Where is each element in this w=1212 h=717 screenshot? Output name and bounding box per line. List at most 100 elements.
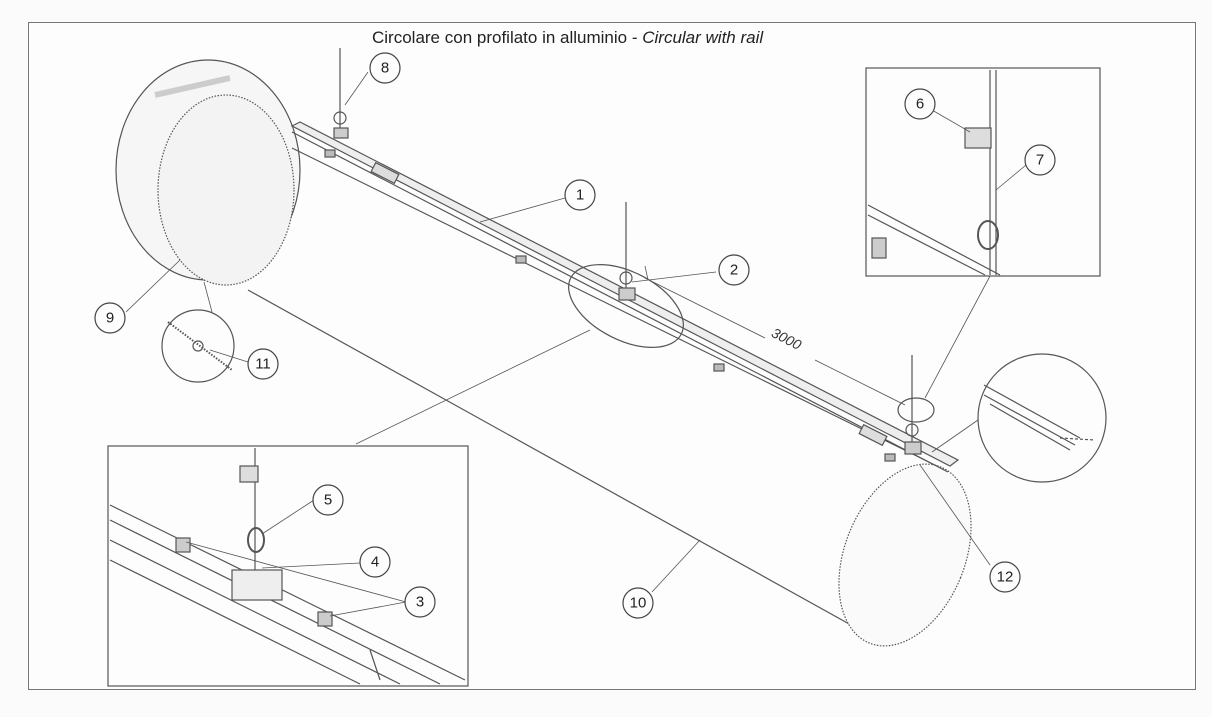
svg-text:2: 2 — [730, 262, 738, 279]
rail-foot-2 — [515, 255, 527, 264]
hanger-right — [904, 355, 922, 455]
hanger-clamp-left — [333, 127, 349, 139]
svg-text:3: 3 — [416, 594, 424, 611]
callout-10: 10 — [622, 587, 654, 619]
callout-8: 8 — [369, 52, 401, 84]
leader-5 — [261, 499, 315, 535]
callout-1: 1 — [564, 179, 596, 211]
leader-11 — [209, 349, 249, 363]
callout-2: 2 — [718, 254, 750, 286]
leader-detail-bl — [355, 329, 591, 445]
dimension-tick — [644, 265, 649, 281]
callout-9: 9 — [94, 302, 126, 334]
svg-text:12: 12 — [997, 569, 1014, 586]
detail-highlight-middle — [568, 264, 684, 348]
detail-bl-rail-4 — [109, 559, 361, 685]
rail-foot-1 — [324, 149, 336, 158]
duct-top-edge — [291, 147, 946, 471]
rail-profile-edge-2 — [983, 394, 1076, 446]
rail-joint-right — [858, 423, 888, 447]
detail-box-top-right — [865, 67, 1101, 277]
callout-4: 4 — [359, 546, 391, 578]
svg-text:6: 6 — [916, 96, 924, 113]
leader-12 — [919, 464, 991, 566]
leader-detail-seam — [203, 281, 213, 313]
detail-tr-clamp — [964, 127, 992, 149]
detail-bl-rail-1 — [109, 504, 466, 681]
rail-joint-left — [370, 161, 400, 185]
svg-text:7: 7 — [1036, 152, 1044, 169]
detail-bl-rail-2 — [109, 519, 441, 685]
dimension-line-a — [644, 277, 766, 339]
detail-bottom-left-content — [109, 448, 466, 685]
leader-1 — [479, 197, 566, 223]
callout-5: 5 — [312, 484, 344, 516]
detail-bl-joint — [369, 649, 381, 681]
detail-highlight-right — [897, 397, 935, 423]
duct-end-left — [157, 94, 295, 286]
seam-line — [167, 321, 233, 371]
title-english: Circular with rail — [642, 28, 764, 47]
hanger-clamp-right — [904, 441, 922, 455]
diagram-title: Circolare con profilato in alluminio - C… — [372, 28, 763, 48]
detail-bl-bolt-1 — [175, 537, 191, 553]
detail-bl-rail-3 — [109, 539, 401, 685]
callout-6: 6 — [904, 88, 936, 120]
callout-3: 3 — [404, 586, 436, 618]
detail-bl-bolt-2 — [317, 611, 333, 627]
hanger-left — [333, 48, 349, 139]
svg-text:11: 11 — [255, 356, 271, 373]
circular-duct — [115, 59, 972, 647]
callout-7: 7 — [1024, 144, 1056, 176]
detail-bl-bracket — [231, 569, 283, 601]
svg-text:10: 10 — [630, 595, 647, 612]
leader-6 — [931, 109, 971, 133]
svg-text:5: 5 — [324, 492, 332, 509]
rail-profile-detail — [983, 384, 1096, 451]
leader-3a — [185, 541, 407, 603]
rail-profile-edge-3 — [989, 403, 1071, 451]
leader-10 — [651, 539, 701, 593]
rail-profile-edge-1 — [983, 384, 1081, 439]
svg-text:1: 1 — [576, 187, 584, 204]
detail-bl-hook — [247, 527, 265, 553]
hanger-hook-right — [905, 423, 919, 437]
rail-foot-3 — [713, 363, 725, 372]
detail-tr-bolt — [871, 237, 887, 259]
svg-text:4: 4 — [371, 554, 379, 571]
rail-edge — [291, 131, 949, 473]
duct-end-right — [838, 463, 972, 647]
leader-detail-rail-end — [931, 419, 979, 453]
leader-8 — [344, 71, 369, 106]
callout-11: 11 — [247, 348, 279, 380]
hanger-middle — [618, 202, 636, 301]
title-italian: Circolare con profilato in alluminio - — [372, 28, 643, 47]
detail-bl-clamp — [239, 465, 259, 483]
dimension-label: 3000 — [769, 324, 804, 352]
duct-bottom-edge — [247, 289, 861, 631]
rail-profile-screw — [1059, 437, 1096, 441]
detail-tr-base-1 — [867, 204, 1001, 276]
hanger-hook-middle — [619, 271, 633, 285]
leader-3b — [329, 601, 407, 617]
detail-top-right-content — [867, 70, 1001, 276]
leader-detail-tr — [924, 275, 991, 399]
leader-7 — [995, 164, 1027, 191]
dimension-line-b — [814, 359, 906, 406]
duct-flange-band — [154, 75, 231, 98]
detail-tr-hook — [977, 220, 999, 250]
svg-text:9: 9 — [106, 310, 114, 327]
svg-text:8: 8 — [381, 60, 389, 77]
detail-circle-seam — [161, 309, 235, 383]
hanger-clamp-middle — [618, 287, 636, 301]
leader-2 — [631, 271, 717, 283]
leader-4 — [261, 562, 361, 569]
detail-tr-base-2 — [867, 214, 986, 276]
rail-foot-4 — [884, 453, 896, 462]
callout-12: 12 — [989, 561, 1021, 593]
detail-box-bottom-left — [107, 445, 469, 687]
leader-9 — [125, 259, 181, 313]
detail-circle-rail-end — [977, 353, 1107, 483]
hanger-hook-left — [333, 111, 347, 125]
